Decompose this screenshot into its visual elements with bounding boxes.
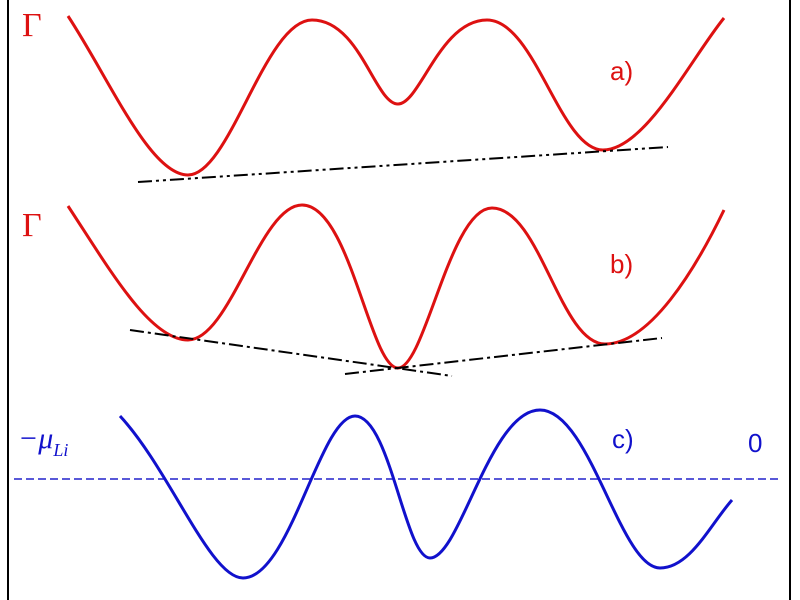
panel-a-label: a) (610, 56, 633, 86)
panel-c-label: c) (612, 424, 634, 454)
panel-a-gamma-label: Γ (22, 7, 42, 44)
panel-b-tangent-left (129, 329, 453, 377)
panel-c: −μLi c) 0 (14, 408, 778, 580)
panel-b-gamma-label: Γ (22, 207, 42, 244)
panel-a: Γ a) (22, 7, 726, 183)
panel-b-label: b) (610, 249, 633, 279)
panel-c-zero-label: 0 (748, 428, 762, 458)
panel-c-mu-subscript: Li (52, 440, 68, 460)
panel-b-free-energy-curve (66, 203, 726, 370)
panel-c-mu-label: −μLi (18, 422, 68, 460)
panel-a-free-energy-curve (66, 15, 726, 177)
panel-c-mu-main: −μ (18, 422, 53, 455)
panel-b-tangent-right (344, 337, 663, 375)
panel-c-chemical-potential-curve (118, 408, 734, 580)
panel-b: Γ b) (22, 203, 726, 377)
panel-a-common-tangent (137, 146, 669, 183)
